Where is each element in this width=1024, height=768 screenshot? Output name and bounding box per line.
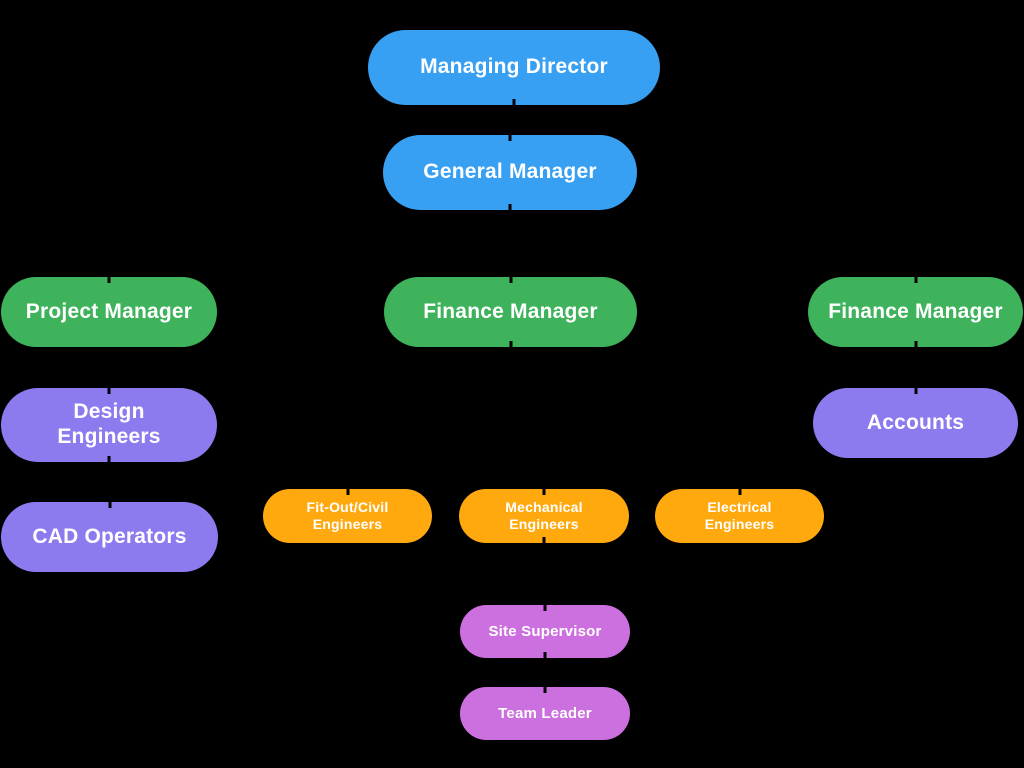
connector-stub bbox=[107, 276, 111, 283]
node-cad-operators: CAD Operators bbox=[1, 501, 218, 572]
connector-stub bbox=[512, 99, 516, 106]
node-label-line: Electrical bbox=[707, 499, 772, 516]
node-label-line: Engineers bbox=[704, 516, 775, 532]
connector-stub bbox=[914, 341, 917, 348]
connector-stub bbox=[914, 276, 917, 283]
node-label-line: Site Supervisor bbox=[488, 622, 602, 640]
connector-stub bbox=[508, 134, 512, 141]
connector-stub bbox=[543, 686, 547, 693]
node-managing-director: Managing Director bbox=[368, 30, 660, 106]
node-general-manager: General Manager bbox=[383, 134, 637, 211]
node-label-line: Mechanical bbox=[505, 499, 583, 516]
node-label-line: Finance Manager bbox=[828, 299, 1003, 323]
node-label-line: Finance Manager bbox=[423, 299, 598, 323]
node-label-line: CAD Operators bbox=[32, 524, 187, 548]
node-accounts: Accounts bbox=[813, 387, 1018, 458]
node-project-manager: Project Manager bbox=[1, 276, 217, 347]
node-label-line: Engineers bbox=[312, 516, 383, 532]
node-label-line: Project Manager bbox=[25, 299, 193, 323]
connector-stub bbox=[738, 488, 741, 495]
node-site-supervisor: Site Supervisor bbox=[460, 604, 630, 659]
connector-stub bbox=[107, 456, 111, 463]
connector-stub bbox=[509, 341, 512, 348]
connector-stub bbox=[542, 537, 546, 544]
connector-stub bbox=[543, 652, 547, 659]
node-finance-manager-right: Finance Manager bbox=[808, 276, 1023, 348]
node-finance-manager-center: Finance Manager bbox=[384, 276, 637, 348]
connector-stub bbox=[543, 604, 547, 611]
connector-stub bbox=[914, 387, 917, 394]
connector-stub bbox=[509, 276, 512, 283]
node-label-line: Engineers bbox=[57, 425, 161, 448]
node-label-line: Design bbox=[73, 400, 145, 424]
connector-stub bbox=[542, 488, 546, 495]
node-label-line: Managing Director bbox=[420, 55, 608, 79]
connector-stub bbox=[346, 488, 349, 495]
connector-stub bbox=[107, 387, 111, 394]
node-label-line: Engineers bbox=[509, 516, 579, 532]
node-label-line: Accounts bbox=[866, 410, 965, 434]
node-label-line: Team Leader bbox=[498, 704, 592, 722]
node-team-leader: Team Leader bbox=[460, 686, 630, 740]
node-label-line: General Manager bbox=[423, 160, 597, 184]
connector-stub bbox=[108, 501, 111, 508]
node-label-line: Fit-Out/Civil bbox=[306, 499, 389, 516]
connector-stub bbox=[508, 204, 512, 211]
